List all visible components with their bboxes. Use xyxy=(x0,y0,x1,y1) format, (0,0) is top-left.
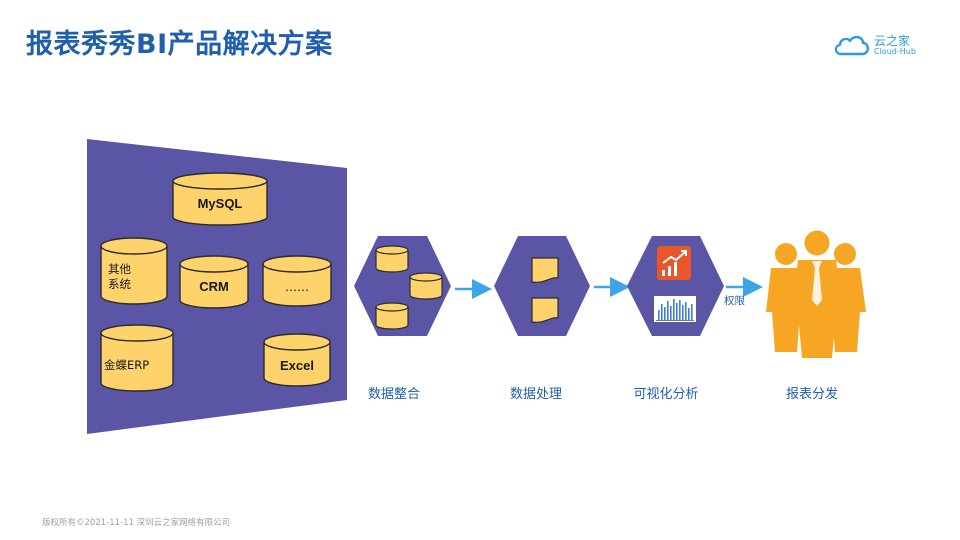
source-label-other: 其他系统 xyxy=(108,262,131,291)
logo-text-en: Cloud-Hub xyxy=(874,47,916,56)
trend-chart-icon xyxy=(657,246,691,280)
step-label-distribution: 报表分发 xyxy=(785,387,839,402)
source-label-mysql: MySQL xyxy=(198,196,243,211)
cylinder-mysql: MySQL xyxy=(172,172,268,226)
people-icon xyxy=(766,230,866,358)
cylinder-crm: CRM xyxy=(179,255,249,309)
hexagon-data-processing xyxy=(494,236,590,336)
logo-text-cn: 云之家 xyxy=(874,34,911,48)
document-icon xyxy=(531,257,559,283)
cloud-hub-logo: 云之家 Cloud-Hub xyxy=(832,32,932,62)
cylinder-excel: Excel xyxy=(263,333,331,387)
bar-chart-icon xyxy=(654,296,696,322)
source-label-crm: CRM xyxy=(199,279,229,294)
cylinder-more: …… xyxy=(262,255,332,307)
small-cylinder-2 xyxy=(409,272,443,300)
hexagon-visual-analysis xyxy=(627,236,724,336)
copyright-footer: 版权所有©2021-11-11 深圳云之家网络有限公司 xyxy=(42,518,231,528)
cylinder-other-systems: 其他系统 xyxy=(100,237,168,305)
document-icon-2 xyxy=(531,297,559,323)
permission-label: 权限 xyxy=(724,295,745,307)
page-title: 报表秀秀BI产品解决方案 xyxy=(26,29,333,60)
step-label-analysis: 可视化分析 xyxy=(633,387,699,402)
cylinder-kingdee-erp: 金蝶ERP xyxy=(100,324,174,392)
source-label-more: …… xyxy=(285,280,309,294)
cloud-icon xyxy=(834,35,870,56)
source-label-excel: Excel xyxy=(280,358,314,373)
step-label-integration: 数据整合 xyxy=(367,387,421,402)
small-cylinder-1 xyxy=(375,245,409,273)
small-cylinder-3 xyxy=(375,302,409,330)
step-label-processing: 数据处理 xyxy=(509,387,563,402)
source-label-erp: 金蝶ERP xyxy=(104,358,149,372)
hexagon-data-integration xyxy=(354,236,451,336)
